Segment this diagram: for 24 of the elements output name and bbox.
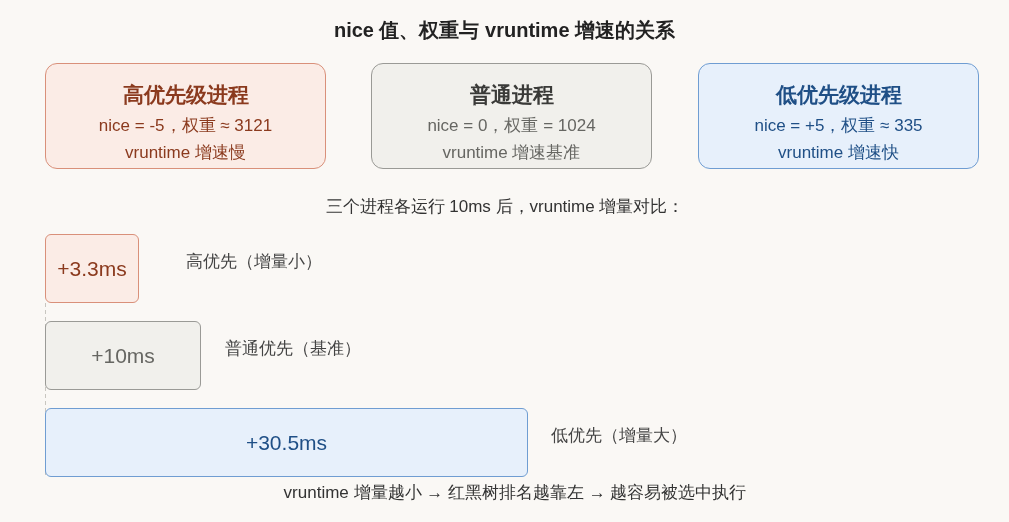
process-card bbox=[371, 63, 652, 169]
card-detail: nice = +5，权重 ≈ 335 bbox=[754, 114, 923, 137]
bar-caption: 低优先（增量大） bbox=[551, 425, 687, 447]
bar-caption: 高优先（增量小） bbox=[186, 251, 322, 273]
card-detail: nice = 0，权重 = 1024 bbox=[427, 114, 596, 137]
process-card bbox=[698, 63, 979, 169]
increment-bar bbox=[45, 234, 139, 303]
diagram-title: nice 值、权重与 vruntime 增速的关系 bbox=[333, 18, 676, 43]
process-card bbox=[45, 63, 326, 169]
card-detail: nice = -5，权重 ≈ 3121 bbox=[98, 114, 273, 137]
increment-value: +10ms bbox=[91, 343, 155, 368]
increment-value: +3.3ms bbox=[57, 256, 127, 281]
increment-bar bbox=[45, 321, 201, 390]
card-detail: vruntime 增速快 bbox=[778, 141, 899, 164]
card-heading: 普通进程 bbox=[469, 81, 554, 108]
footnote: vruntime 增量越小 → 红黑树排名越靠左 → 越容易被选中执行 bbox=[283, 482, 747, 504]
increment-value: +30.5ms bbox=[245, 430, 328, 455]
section-heading: 三个进程各运行 10ms 后，vruntime 增量对比： bbox=[325, 196, 685, 218]
card-heading: 低优先级进程 bbox=[775, 81, 902, 108]
bar-caption: 普通优先（基准） bbox=[225, 338, 361, 360]
increment-bar bbox=[45, 408, 528, 477]
card-detail: vruntime 增速慢 bbox=[125, 141, 246, 164]
card-heading: 高优先级进程 bbox=[122, 81, 249, 108]
card-detail: vruntime 增速基准 bbox=[442, 141, 581, 164]
